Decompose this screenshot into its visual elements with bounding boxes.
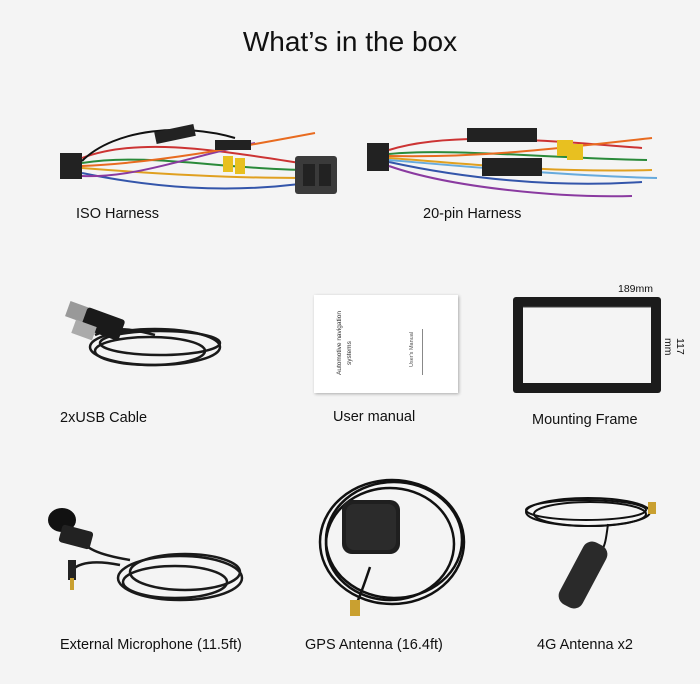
external-microphone-label: External Microphone (11.5ft) — [60, 637, 242, 653]
gps-antenna-image — [318, 478, 466, 616]
mounting-frame-image — [513, 297, 661, 393]
20-pin-harness-label: 20-pin Harness — [423, 206, 522, 222]
booklet-manual-label: User's Manual — [409, 332, 415, 367]
frame-width-dimension: 189mm — [618, 283, 654, 295]
booklet-subtitle: systems — [346, 341, 353, 365]
20-pin-harness-image — [367, 128, 658, 198]
user-manual-label: User manual — [333, 409, 416, 425]
4g-antenna-label: 4G Antenna x2 — [537, 637, 633, 653]
iso-connector-left — [60, 153, 82, 179]
mounting-frame-label: Mounting Frame — [532, 412, 638, 428]
iso-harness-label: ISO Harness — [76, 206, 159, 222]
booklet-title: Automotive navigation — [336, 311, 343, 375]
gps-antenna-label: GPS Antenna (16.4ft) — [305, 637, 443, 653]
4g-antenna-image — [525, 497, 656, 609]
frame-height-dimension: 117 mm — [662, 338, 686, 356]
user-manual-booklet: Automotive navigation systems User's Man… — [314, 295, 458, 393]
external-microphone-image — [48, 508, 244, 602]
usb-cable-image — [65, 301, 222, 367]
page-title: What’s in the box — [242, 26, 458, 57]
iso-harness-image — [60, 123, 337, 194]
usb-cable-label: 2xUSB Cable — [60, 410, 148, 426]
